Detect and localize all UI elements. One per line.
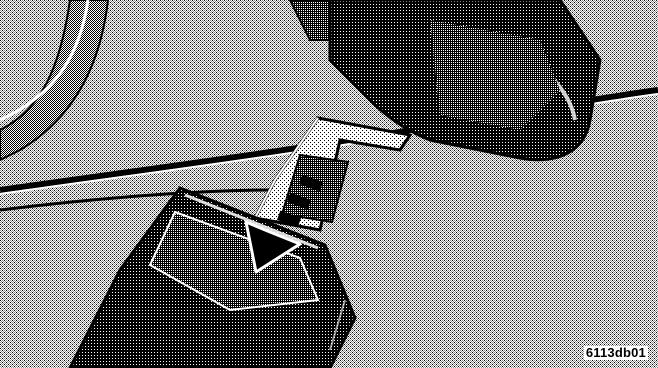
figure-code: 6113db01 bbox=[584, 346, 648, 360]
